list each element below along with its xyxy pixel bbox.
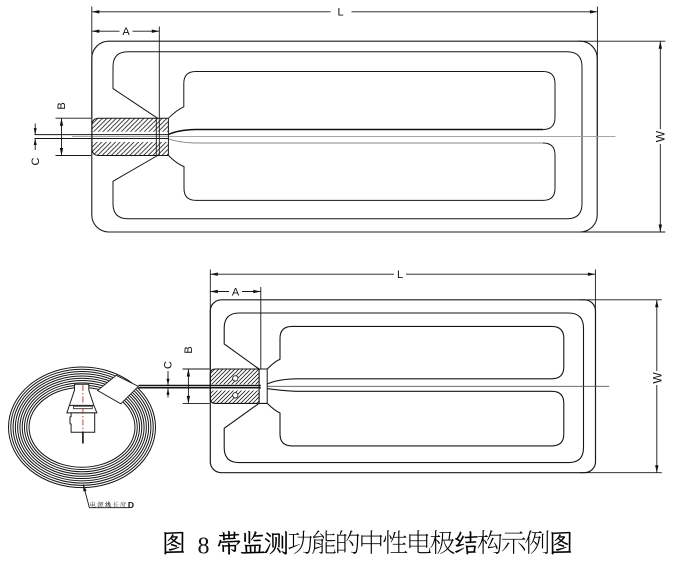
svg-text:L: L	[337, 7, 343, 19]
svg-text:L: L	[397, 269, 403, 281]
svg-text:D: D	[128, 500, 134, 510]
svg-text:C: C	[30, 157, 42, 165]
svg-text:8: 8	[198, 534, 210, 560]
svg-text:W: W	[653, 130, 667, 142]
svg-text:A: A	[232, 286, 240, 298]
svg-text:B: B	[56, 102, 68, 109]
svg-text:B: B	[183, 346, 195, 353]
svg-text:W: W	[650, 372, 664, 384]
svg-text:C: C	[163, 361, 175, 369]
svg-text:A: A	[122, 26, 130, 38]
